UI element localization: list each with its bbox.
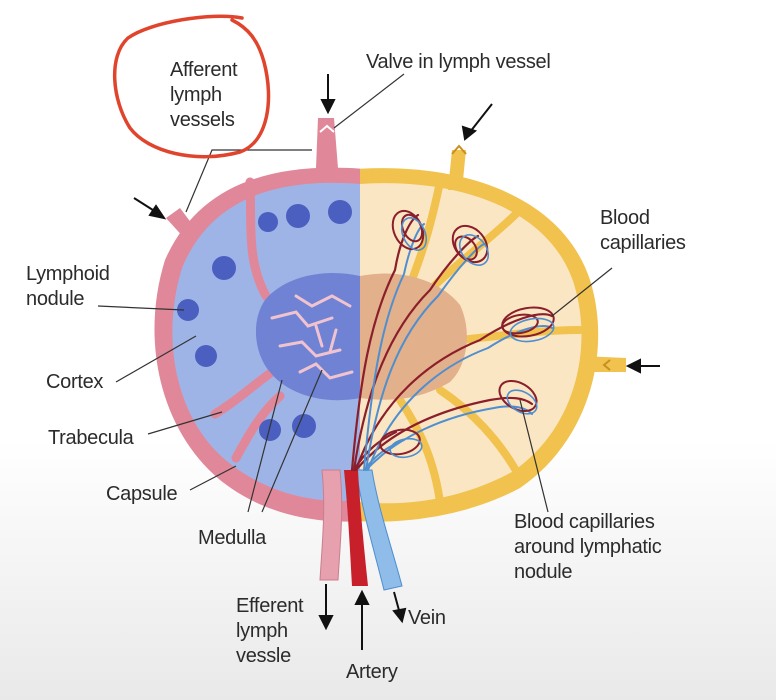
leader-lines <box>97 73 613 513</box>
arrow-into-yellow-right <box>625 358 660 374</box>
label-cortex: Cortex <box>46 371 104 393</box>
arrow-into-top-vessel <box>320 74 336 115</box>
afferent-lymph-vessel-left <box>166 208 198 240</box>
label-artery: Artery <box>346 661 398 683</box>
vascular-vessel-top <box>448 150 466 190</box>
leader-capsule <box>189 465 237 491</box>
label-lymphoid-line1: Lymphoid <box>26 263 110 285</box>
label-bcn-line1: Blood capillaries <box>514 511 655 533</box>
leader-blood-capillaries-nodule <box>519 399 549 513</box>
label-efferent-line1: Efferent <box>236 595 304 617</box>
label-blood-capillaries-around-nodule: Blood capillaries around lymphatic nodul… <box>514 510 662 585</box>
label-afferent-lymph-vessels: Afferent lymph vessels <box>170 58 238 133</box>
vascular-medulla <box>360 273 467 400</box>
leader-medulla-1 <box>247 379 283 513</box>
leader-cortex <box>115 335 197 383</box>
trabeculae <box>210 177 285 463</box>
label-lymphoid-line2: nodule <box>26 288 85 310</box>
label-blood-capillaries-line2: capillaries <box>600 232 686 254</box>
label-efferent-line3: vessle <box>236 645 291 667</box>
label-efferent-lymph-vessle: Efferent lymph vessle <box>236 594 304 669</box>
valve-mark <box>319 124 335 133</box>
medulla <box>255 273 360 401</box>
label-valve-in-lymph-vessel: Valve in lymph vessel <box>366 51 551 73</box>
lymphatic-half <box>154 167 360 522</box>
label-afferent-line2: lymph <box>170 84 222 106</box>
artery-trunk <box>344 470 368 586</box>
medullary-cords <box>270 294 354 380</box>
label-afferent-line1: Afferent <box>170 59 238 81</box>
label-vein: Vein <box>408 607 446 629</box>
arrow-out-efferent <box>318 584 334 631</box>
label-capsule: Capsule <box>106 483 178 505</box>
arrow-into-yellow-top <box>461 103 493 141</box>
arrow-into-artery <box>354 589 370 650</box>
leader-lymphoid-nodule <box>97 305 185 311</box>
efferent-lymph-vessel-shape <box>319 469 343 581</box>
arrow-into-left-vessel <box>133 197 167 220</box>
leader-trabecula <box>147 411 223 435</box>
leader-valve <box>333 73 405 129</box>
arrow-out-vein <box>392 591 407 624</box>
label-lymphoid-nodule: Lymphoid nodule <box>26 262 110 312</box>
annotation-circle <box>112 14 271 159</box>
vein-trunk <box>355 469 403 591</box>
flow-arrows <box>133 74 660 650</box>
label-bcn-line2: around lymphatic <box>514 536 662 558</box>
label-blood-capillaries: Blood capillaries <box>600 206 686 256</box>
label-blood-capillaries-line1: Blood <box>600 207 650 229</box>
label-medulla: Medulla <box>198 527 266 549</box>
leader-medulla-2 <box>261 369 323 513</box>
lymphoid-nodules <box>177 200 352 441</box>
label-trabecula: Trabecula <box>48 427 134 449</box>
label-bcn-line3: nodule <box>514 561 573 583</box>
label-efferent-line2: lymph <box>236 620 288 642</box>
leader-blood-capillaries <box>551 267 613 317</box>
leader-afferent <box>185 149 312 213</box>
label-afferent-line3: vessels <box>170 109 235 131</box>
